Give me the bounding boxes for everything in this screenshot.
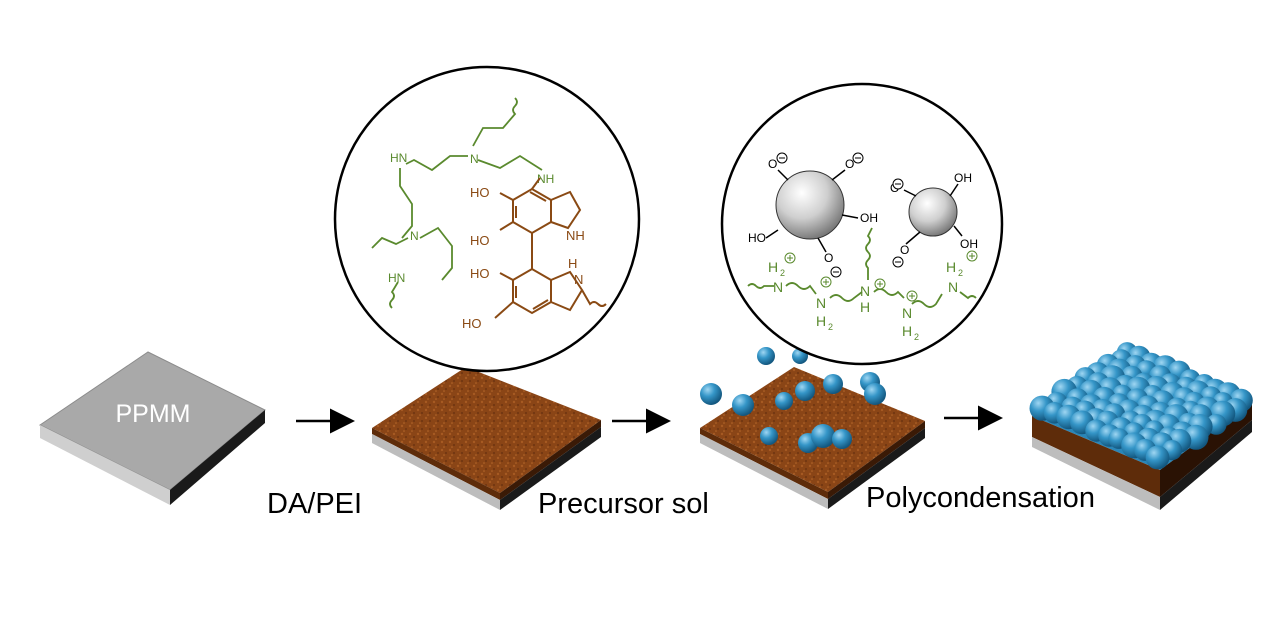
atom-n-ring: N: [574, 272, 583, 287]
sub-2-mid-left: 2: [828, 322, 833, 332]
sol-particles: [700, 347, 886, 453]
oh-label-1: OH: [860, 211, 878, 225]
oh-label-3: OH: [960, 237, 978, 251]
particle-bonds: [765, 169, 963, 253]
atom-ho-4: HO: [462, 316, 482, 331]
o-label-5: O: [900, 243, 909, 257]
h-right: H: [946, 259, 956, 275]
pei-chain: [747, 227, 977, 308]
negative-charges: [776, 152, 904, 278]
ho-label-1: HO: [748, 231, 766, 245]
h-left: H: [768, 259, 778, 275]
atom-nh-ring: NH: [566, 228, 585, 243]
h-mid-left: H: [816, 313, 826, 329]
sub-2-right: 2: [958, 268, 963, 278]
n-left: N: [773, 279, 783, 295]
sub-2-mid-right: 2: [914, 332, 919, 342]
ppmm-substrate: PPMM: [39, 351, 266, 505]
positive-charges: [784, 250, 978, 302]
step-label-polycondensation: Polycondensation: [866, 482, 1095, 514]
atom-hn-lower: HN: [388, 271, 405, 285]
precursor-sol-substrate: [700, 347, 925, 509]
o-label-3: O: [824, 251, 833, 265]
atom-n-upper: N: [470, 152, 479, 166]
atom-ho-2: HO: [470, 233, 490, 248]
polydopamine-rings: [494, 177, 607, 319]
silica-particle-small: [908, 187, 958, 237]
sub-2-left: 2: [780, 268, 785, 278]
atom-nh-upper: NH: [537, 172, 554, 186]
silica-particle-large: [775, 170, 845, 240]
atom-hn-upper: HN: [390, 151, 407, 165]
n-mid-right: N: [902, 305, 912, 321]
packed-spheres: [1029, 342, 1253, 470]
ppmm-label: PPMM: [116, 400, 191, 428]
atom-ho-3: HO: [470, 266, 490, 281]
atom-n-lower: N: [410, 229, 419, 243]
step-label-precursor-sol: Precursor sol: [538, 488, 709, 520]
n-center: N: [860, 283, 870, 299]
packed-sphere: [1145, 445, 1170, 470]
step-label-da-pei: DA/PEI: [267, 488, 363, 520]
h-mid-right: H: [902, 323, 912, 339]
n-right: N: [948, 279, 958, 295]
o-label-2: O: [845, 157, 854, 171]
zoom-circle-pda-pei: HN N NH N HN HO HO NH: [333, 65, 641, 373]
pei-chains: [371, 97, 543, 309]
atom-h-ring: H: [568, 256, 577, 271]
polycondensation-substrate: [1029, 342, 1253, 510]
atom-ho-1: HO: [470, 185, 490, 200]
h-center: H: [860, 299, 870, 315]
pda-pei-coated-substrate: [372, 367, 601, 510]
oh-label-2: OH: [954, 171, 972, 185]
n-mid-left: N: [816, 295, 826, 311]
o-label-1: O: [768, 157, 777, 171]
zoom-circle-silica-pei: O O OH HO O O OH OH O H: [720, 82, 1004, 366]
